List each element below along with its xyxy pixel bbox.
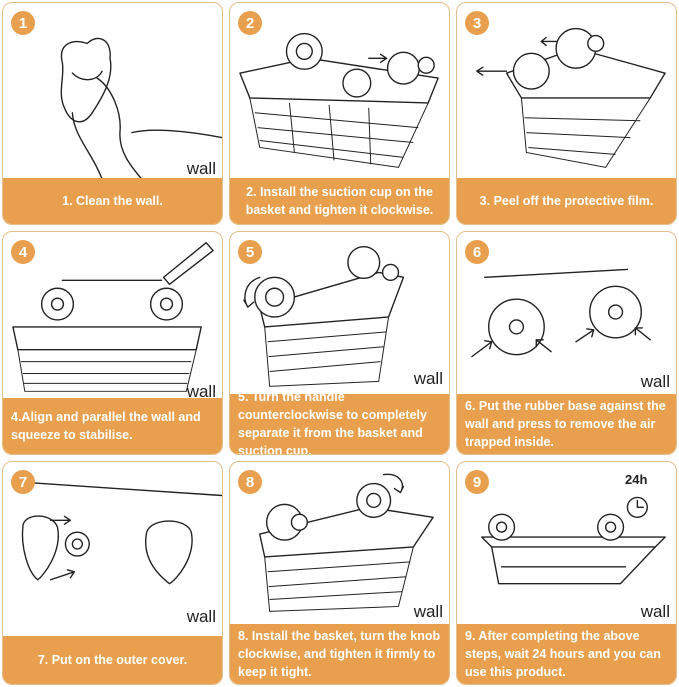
peel-film-illustration [476,27,666,168]
rubber-base-illustration [471,268,651,358]
install-basket-illustration [259,473,434,612]
wall-label: wall [413,369,443,388]
step-card-3: 3 3. Peel off the protective film. [456,2,677,225]
wall-label: wall [186,382,216,401]
step-illustration-8 [230,462,449,630]
step-illustration-4 [3,232,222,400]
step-number-badge: 6 [465,240,489,264]
final-mount-illustration [481,496,666,585]
step-caption: 2. Install the suction cup on the basket… [230,178,449,224]
step-caption: 5. Turn the handle counterclockwise to c… [230,390,449,454]
step-number-badge: 5 [238,240,262,264]
step-caption: 4.Align and parallel the wall and squeez… [3,398,222,454]
step-caption: 6. Put the rubber base against the wall … [457,394,676,454]
step-illustration-9 [457,462,676,630]
step-number-badge: 3 [465,11,489,35]
step-illustration-3 [457,3,676,180]
step-card-1: 1 wall 1. Clean the wall. [2,2,223,225]
step-illustration-2 [230,3,449,180]
step-number-badge: 4 [11,240,35,264]
step-caption: 1. Clean the wall. [3,178,222,224]
step-illustration-1 [3,3,222,180]
step-card-6: 6 wall 6. Put the rubber base against th… [456,231,677,455]
step-caption: 8. Install the basket, turn the knob clo… [230,624,449,684]
align-basket-illustration [12,241,214,392]
wall-label: wall [413,602,443,621]
separate-handle-illustration [243,245,405,387]
step-caption: 7. Put on the outer cover. [3,636,222,684]
step-number-badge: 7 [11,470,35,494]
outer-cover-illustration [21,481,222,585]
timer-label: 24h [625,472,648,487]
step-caption: 9. After completing the above steps, wai… [457,624,676,684]
step-illustration-6 [457,232,676,400]
step-card-8: 8 wall 8. Install the basket, turn the k… [229,461,450,685]
step-number-badge: 9 [465,470,489,494]
step-number-badge: 1 [11,11,35,35]
step-card-2: 2 2. Install the suction cup on the bask… [229,2,450,225]
wall-label: wall [186,607,216,626]
step-number-badge: 8 [238,470,262,494]
step-caption: 3. Peel off the protective film. [457,178,676,224]
wipe-cloth-illustration [60,37,222,180]
step-card-9: 9 24h wall 9. After completing the above… [456,461,677,685]
step-illustration-7 [3,462,222,638]
step-illustration-5 [230,232,449,400]
wall-label: wall [640,372,670,391]
wall-label: wall [186,159,216,178]
basket-suction-illustration [239,32,439,168]
step-card-4: 4 wall 4.Align and parallel the wall and… [2,231,223,455]
step-card-5: 5 wall 5. Turn the handle counterclockwi… [229,231,450,455]
step-card-7: 7 wall 7. Put on the outer cover. [2,461,223,685]
wall-label: wall [640,602,670,621]
step-number-badge: 2 [238,11,262,35]
